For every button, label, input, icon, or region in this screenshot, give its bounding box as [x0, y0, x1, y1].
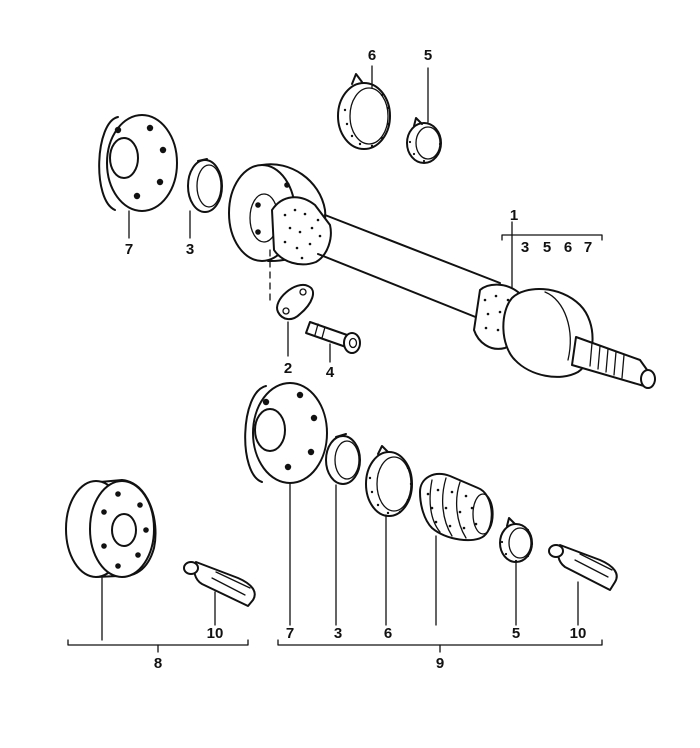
- circlip-lower-3: [325, 433, 361, 485]
- flange-8: [65, 479, 157, 578]
- grease-tube-left-10: [183, 561, 256, 607]
- flange-lower-7: [244, 382, 328, 484]
- clamp-upper-5: [406, 117, 442, 164]
- label-part-1: 1: [510, 207, 518, 224]
- flange-upper-7: [98, 114, 178, 212]
- leader-lines: [67, 65, 603, 653]
- label-part-3-upper: 3: [186, 241, 194, 258]
- label-part-7-lower: 7: [286, 625, 294, 642]
- label-part-10-left: 10: [207, 625, 224, 642]
- lock-plate-2: [276, 283, 315, 320]
- drive-shaft-assembly: [228, 163, 656, 389]
- label-part-10-right: 10: [570, 625, 587, 642]
- label-part-6-upper: 6: [368, 47, 376, 64]
- clamp-lower-5: [499, 517, 534, 563]
- bolt-4: [305, 321, 361, 354]
- grease-tube-right-10: [548, 544, 618, 591]
- label-part-4: 4: [326, 364, 335, 381]
- label-part-1-sub-3: 3: [521, 239, 529, 256]
- label-part-1-sub-6: 6: [564, 239, 572, 256]
- part-labels: 6 5 7 3 1 3 5 6 7 2 4 10 7 3 6 5 10 8 9: [125, 47, 592, 672]
- circlip-upper-3: [187, 158, 223, 213]
- boot-9: [419, 473, 494, 542]
- label-part-5-upper: 5: [424, 47, 432, 64]
- label-part-5-lower: 5: [512, 625, 520, 642]
- label-part-7-upper: 7: [125, 241, 133, 258]
- label-part-1-sub-7: 7: [584, 239, 592, 256]
- clamp-lower-6: [365, 445, 413, 517]
- label-part-1-sub-5: 5: [543, 239, 551, 256]
- label-part-2: 2: [284, 360, 292, 377]
- label-part-3-lower: 3: [334, 625, 342, 642]
- label-part-9: 9: [436, 655, 444, 672]
- clamp-upper-6: [337, 73, 391, 150]
- label-part-6-lower: 6: [384, 625, 392, 642]
- label-part-8: 8: [154, 655, 162, 672]
